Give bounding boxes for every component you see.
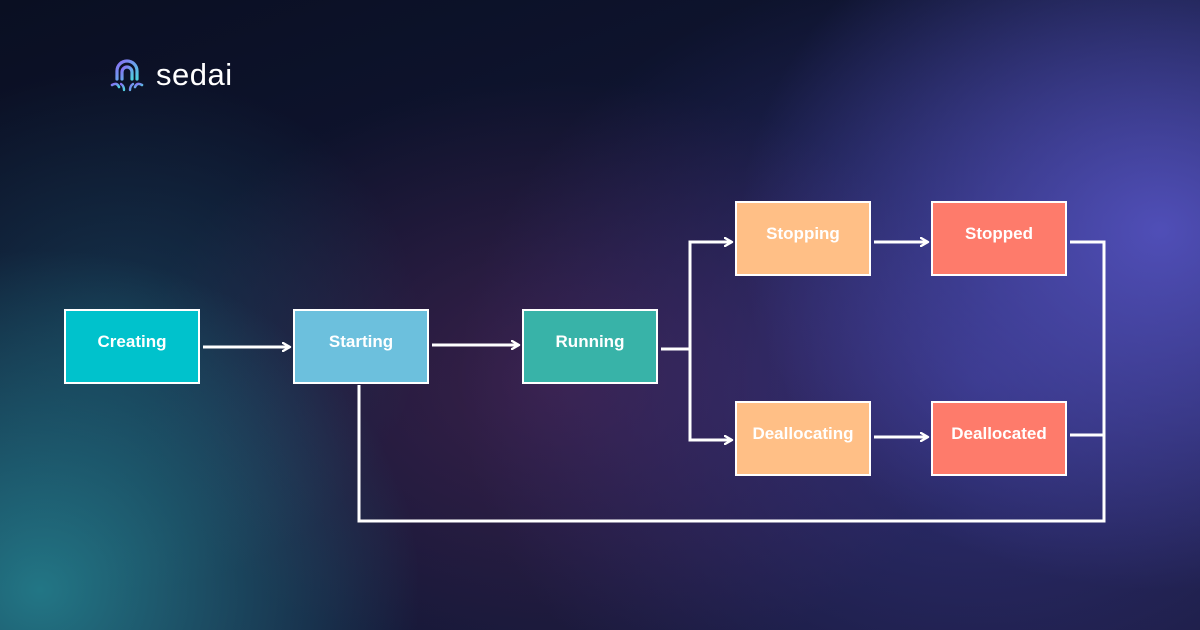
state-node-stopping[interactable]: Stopping bbox=[735, 201, 871, 276]
edge-running-stopping bbox=[661, 242, 732, 351]
state-label: Stopped bbox=[965, 223, 1033, 243]
edge-stopped-return bbox=[357, 240, 1106, 523]
state-label: Creating bbox=[97, 331, 167, 351]
brand-name: sedai bbox=[156, 56, 233, 92]
state-node-deallocated[interactable]: Deallocated bbox=[931, 401, 1067, 476]
brand-logo[interactable]: sedai bbox=[108, 55, 233, 93]
state-label: Starting bbox=[328, 331, 394, 351]
edge-running-deallocating bbox=[688, 349, 732, 440]
state-node-starting[interactable]: Starting bbox=[293, 309, 429, 384]
state-node-deallocating[interactable]: Deallocating bbox=[735, 401, 871, 476]
state-node-running[interactable]: Running bbox=[522, 309, 658, 384]
state-node-creating[interactable]: Creating bbox=[64, 309, 200, 384]
state-label: Deallocated bbox=[951, 423, 1047, 443]
state-node-stopped[interactable]: Stopped bbox=[931, 201, 1067, 276]
sedai-logo-icon bbox=[110, 59, 144, 92]
state-label: Stopping bbox=[766, 223, 840, 243]
state-label: Running bbox=[555, 331, 625, 351]
state-label: Deallocating bbox=[752, 423, 854, 443]
